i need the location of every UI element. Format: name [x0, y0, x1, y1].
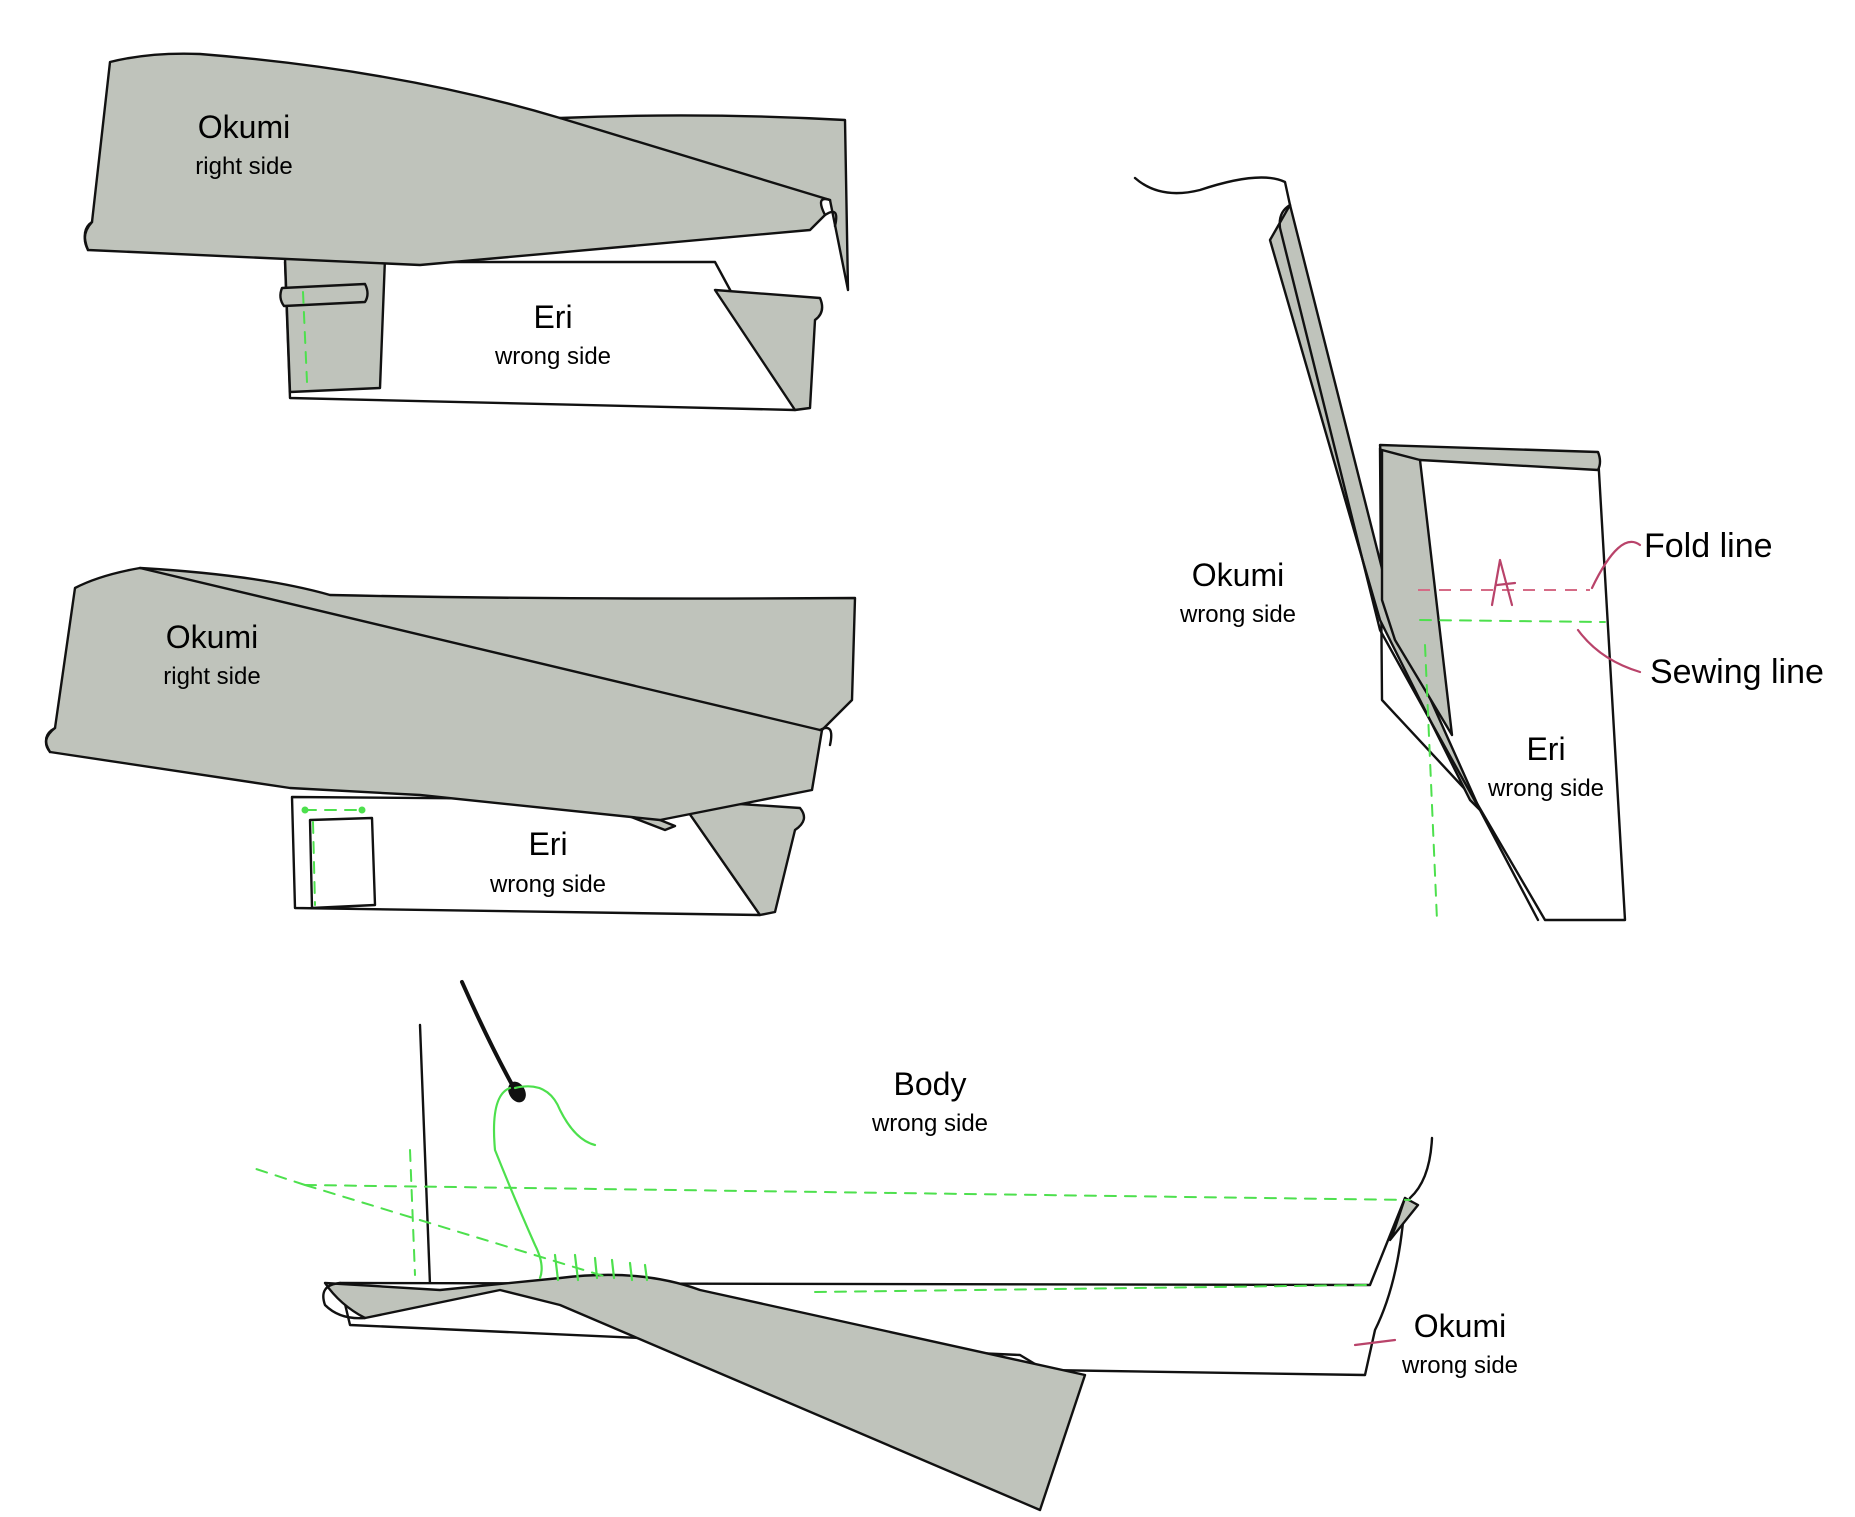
okumi-upper-diagonal	[558, 116, 832, 202]
okumi-strip-edge	[1278, 203, 1540, 922]
sewing-line-vertical	[312, 821, 316, 906]
sewing-line-upper	[304, 1184, 1411, 1201]
eri-label: Eri	[528, 826, 567, 862]
panel-right: Fold line Sewing line Okumi wrong side E…	[1133, 176, 1824, 922]
thread	[492, 1086, 543, 1280]
stitch-marks	[553, 1253, 649, 1282]
sewing-line-lower	[814, 1284, 1371, 1293]
okumi-side-label: right side	[195, 153, 292, 180]
okumi-right-curl	[823, 210, 838, 228]
okumi-side-label: right side	[163, 663, 260, 690]
okumi-label: Okumi	[198, 109, 290, 145]
okumi-strip	[323, 1273, 1087, 1512]
okumi-top-edge	[1133, 176, 1292, 207]
fold-line-callout: Fold line	[1644, 527, 1773, 565]
sewing-line-vertical	[1424, 644, 1438, 921]
panel-bottom: Body wrong side Okumi wrong side	[249, 980, 1518, 1512]
okumi-lower-rolled-edge	[83, 220, 94, 252]
okumi-triangle-fold	[678, 798, 806, 917]
okumi-right-curl	[818, 726, 833, 747]
sewing-line-callout: Sewing line	[1650, 653, 1824, 691]
okumi-corner-tab	[283, 256, 387, 394]
sewing-line-vertical	[302, 291, 308, 383]
eri-side-label: wrong side	[494, 343, 611, 370]
needle-eye	[508, 1081, 526, 1103]
panel-middle-left: Okumi right side Eri wrong side	[44, 566, 857, 917]
sewing-line-horizontal	[1419, 619, 1606, 623]
sewing-dot	[358, 806, 366, 814]
okumi-strip-edge	[322, 1281, 367, 1320]
okumi-eri-overlap	[1380, 448, 1454, 737]
sewing-dot	[301, 806, 309, 814]
okumi-side-label: wrong side	[1401, 1352, 1518, 1379]
body-side-label: wrong side	[871, 1110, 988, 1137]
eri-label: Eri	[533, 299, 572, 335]
eri-inner-fold	[308, 816, 377, 910]
okumi-panel	[83, 52, 850, 292]
sewing-line-diagonal	[249, 1166, 611, 1279]
okumi-panel	[44, 566, 857, 822]
panel-top-left: Okumi right side Eri wrong side	[83, 52, 850, 412]
eri-side-label: wrong side	[1487, 775, 1604, 802]
body-left-edge	[418, 1023, 432, 1287]
okumi-left-curl	[44, 726, 57, 754]
sewing-line-leader	[1576, 628, 1642, 674]
okumi-side-label: wrong side	[1179, 601, 1296, 628]
okumi-sheet-corner	[1388, 1196, 1420, 1242]
tab-rolled-edge	[279, 282, 369, 308]
fold-mark	[1490, 558, 1517, 607]
eri-label: Eri	[1526, 731, 1565, 767]
okumi-label: Okumi	[1192, 557, 1284, 593]
body-right-edge	[1408, 1136, 1434, 1200]
body-label: Body	[894, 1066, 967, 1102]
okumi-label: Okumi	[1414, 1308, 1506, 1344]
okumi-edge-mark	[1353, 1338, 1397, 1347]
okumi-triangle-fold	[713, 288, 824, 412]
thread-tail	[513, 1085, 597, 1147]
needle	[460, 980, 517, 1092]
eri-side-label: wrong side	[489, 871, 606, 898]
sewing-line-vertical	[409, 1149, 416, 1276]
fold-line-leader	[1590, 540, 1642, 590]
okumi-label: Okumi	[166, 619, 258, 655]
okumi-diagonal	[138, 566, 822, 732]
